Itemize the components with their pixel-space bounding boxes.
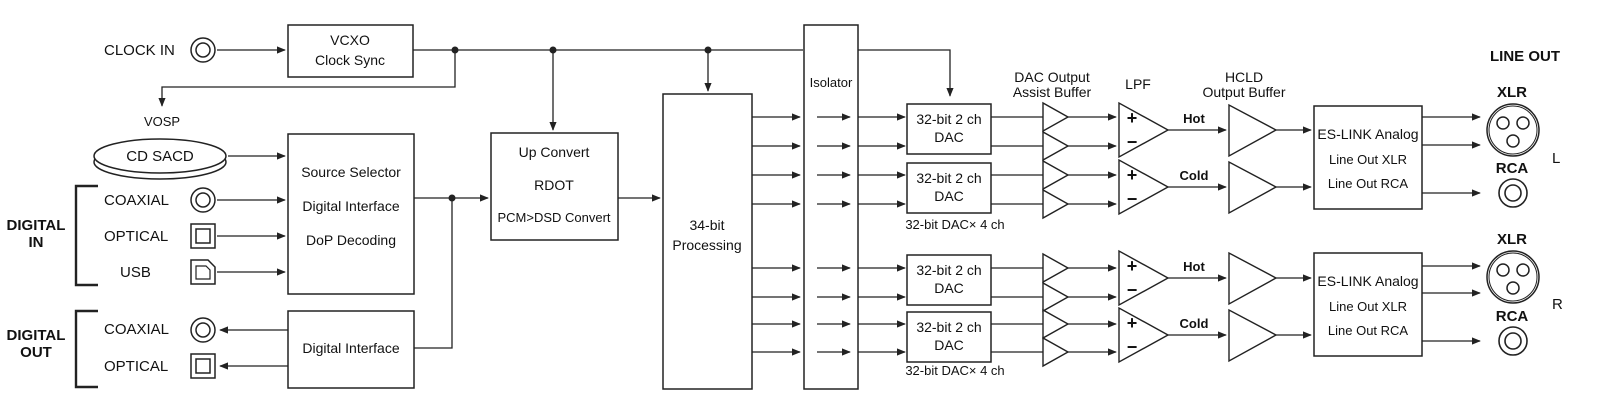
- rca-label-r: RCA: [1496, 308, 1529, 325]
- lpf-label: LPF: [1125, 76, 1151, 92]
- digital-out-label: DIGITAL: [7, 327, 66, 344]
- dac-group-label-bottom: 32-bit DAC× 4 ch: [905, 363, 1004, 378]
- svg-text:Output Buffer: Output Buffer: [1202, 84, 1285, 100]
- svg-text:Digital Interface: Digital Interface: [302, 340, 399, 356]
- buffer-to-lpf-wires: [1068, 113, 1117, 356]
- source-selector-block: Source Selector Digital Interface DoP De…: [287, 133, 415, 295]
- svg-text:PCM>DSD Convert: PCM>DSD Convert: [497, 210, 610, 225]
- dac-buffer-label: DAC Output: [1014, 69, 1090, 85]
- right-channel-label: R: [1552, 296, 1563, 313]
- rca-label-l: RCA: [1496, 160, 1529, 177]
- svg-text:−: −: [1127, 132, 1138, 152]
- in-usb-label: USB: [120, 264, 151, 281]
- svg-text:IN: IN: [29, 234, 44, 251]
- lpf-amp-4: + −: [1118, 306, 1170, 364]
- svg-text:ES-LINK Analog: ES-LINK Analog: [1317, 126, 1418, 142]
- svg-text:DAC: DAC: [934, 337, 964, 353]
- svg-text:Line Out RCA: Line Out RCA: [1328, 176, 1409, 191]
- coaxial-out-jack-icon: [190, 317, 216, 343]
- hcld-label: HCLD: [1225, 69, 1263, 85]
- svg-text:Up Convert: Up Convert: [519, 144, 590, 160]
- svg-text:+: +: [1127, 165, 1138, 185]
- svg-text:−: −: [1127, 280, 1138, 300]
- left-channel-label: L: [1552, 150, 1560, 167]
- svg-text:+: +: [1127, 108, 1138, 128]
- dac-to-buffer-wires: [991, 116, 1043, 353]
- out-coaxial-label: COAXIAL: [104, 321, 169, 338]
- disc-label: CD SACD: [126, 148, 194, 165]
- svg-text:Digital Interface: Digital Interface: [302, 198, 399, 214]
- svg-text:ES-LINK Analog: ES-LINK Analog: [1317, 273, 1418, 289]
- disc-drive-icon: CD SACD: [93, 138, 227, 180]
- usb-b-jack-icon: [190, 259, 216, 285]
- in-optical-label: OPTICAL: [104, 228, 168, 245]
- optical-in-jack-icon: [190, 223, 216, 249]
- svg-text:DAC: DAC: [934, 280, 964, 296]
- dac-block-2: 32-bit 2 ch DAC: [906, 162, 992, 214]
- up-convert-block: Up Convert RDOT PCM>DSD Convert: [490, 132, 619, 241]
- isolator-block: Isolator: [803, 24, 859, 390]
- hcld-buffer-triangles: [1228, 103, 1278, 363]
- svg-text:+: +: [1127, 256, 1138, 276]
- clock-in-label: CLOCK IN: [104, 42, 175, 59]
- svg-text:VCXO: VCXO: [330, 32, 370, 48]
- lpf-amp-1: + −: [1118, 101, 1170, 159]
- cold-label-l: Cold: [1180, 168, 1209, 183]
- in-coaxial-label: COAXIAL: [104, 192, 169, 209]
- dac-block-4: 32-bit 2 ch DAC: [906, 311, 992, 363]
- lpf-amp-3: + −: [1118, 249, 1170, 307]
- svg-text:32-bit 2 ch: 32-bit 2 ch: [916, 262, 981, 278]
- optical-out-jack-icon: [190, 353, 216, 379]
- svg-text:Assist Buffer: Assist Buffer: [1013, 84, 1092, 100]
- svg-text:−: −: [1127, 189, 1138, 209]
- out-optical-label: OPTICAL: [104, 358, 168, 375]
- svg-text:+: +: [1127, 313, 1138, 333]
- svg-text:Line Out XLR: Line Out XLR: [1329, 299, 1407, 314]
- vosp-label: VOSP: [144, 114, 180, 129]
- svg-text:32-bit 2 ch: 32-bit 2 ch: [916, 111, 981, 127]
- dac-block-3: 32-bit 2 ch DAC: [906, 254, 992, 306]
- vcxo-clock-sync-block: VCXO Clock Sync: [287, 24, 414, 78]
- xlr-jack-r-icon: [1486, 250, 1540, 304]
- processing-block: 34-bit Processing: [662, 93, 753, 390]
- svg-text:Isolator: Isolator: [810, 75, 853, 90]
- svg-text:32-bit 2 ch: 32-bit 2 ch: [916, 170, 981, 186]
- eslink-block-l: ES-LINK Analog Line Out XLR Line Out RCA: [1313, 105, 1423, 210]
- dac-block-1: 32-bit 2 ch DAC: [906, 103, 992, 155]
- svg-text:OUT: OUT: [20, 344, 52, 361]
- svg-text:RDOT: RDOT: [534, 177, 574, 193]
- svg-text:−: −: [1127, 337, 1138, 357]
- rca-jack-l-icon: [1498, 178, 1528, 208]
- svg-text:Line Out XLR: Line Out XLR: [1329, 152, 1407, 167]
- svg-text:DAC: DAC: [934, 188, 964, 204]
- rca-jack-r-icon: [1498, 326, 1528, 356]
- clock-in-jack-icon: [190, 37, 216, 63]
- assist-buffer-triangles: [1042, 101, 1070, 368]
- hot-label-r: Hot: [1183, 259, 1205, 274]
- svg-text:Source Selector: Source Selector: [301, 164, 401, 180]
- cold-label-r: Cold: [1180, 316, 1209, 331]
- xlr-label-l: XLR: [1497, 84, 1527, 101]
- svg-text:Processing: Processing: [672, 237, 741, 253]
- digital-in-label: DIGITAL: [7, 217, 66, 234]
- eslink-block-r: ES-LINK Analog Line Out XLR Line Out RCA: [1313, 252, 1423, 357]
- hot-label-l: Hot: [1183, 111, 1205, 126]
- line-out-label: LINE OUT: [1490, 48, 1560, 65]
- svg-text:32-bit 2 ch: 32-bit 2 ch: [916, 319, 981, 335]
- isolated-channel-wires: [752, 113, 906, 356]
- svg-text:DAC: DAC: [934, 129, 964, 145]
- svg-text:DoP Decoding: DoP Decoding: [306, 232, 396, 248]
- coaxial-in-jack-icon: [190, 187, 216, 213]
- lpf-amp-2: + −: [1118, 158, 1170, 216]
- svg-text:Line Out RCA: Line Out RCA: [1328, 323, 1409, 338]
- digital-interface-out-block: Digital Interface: [287, 310, 415, 389]
- svg-text:34-bit: 34-bit: [689, 217, 724, 233]
- xlr-label-r: XLR: [1497, 231, 1527, 248]
- xlr-jack-l-icon: [1486, 103, 1540, 157]
- svg-text:Clock Sync: Clock Sync: [315, 52, 385, 68]
- dac-group-label-top: 32-bit DAC× 4 ch: [905, 217, 1004, 232]
